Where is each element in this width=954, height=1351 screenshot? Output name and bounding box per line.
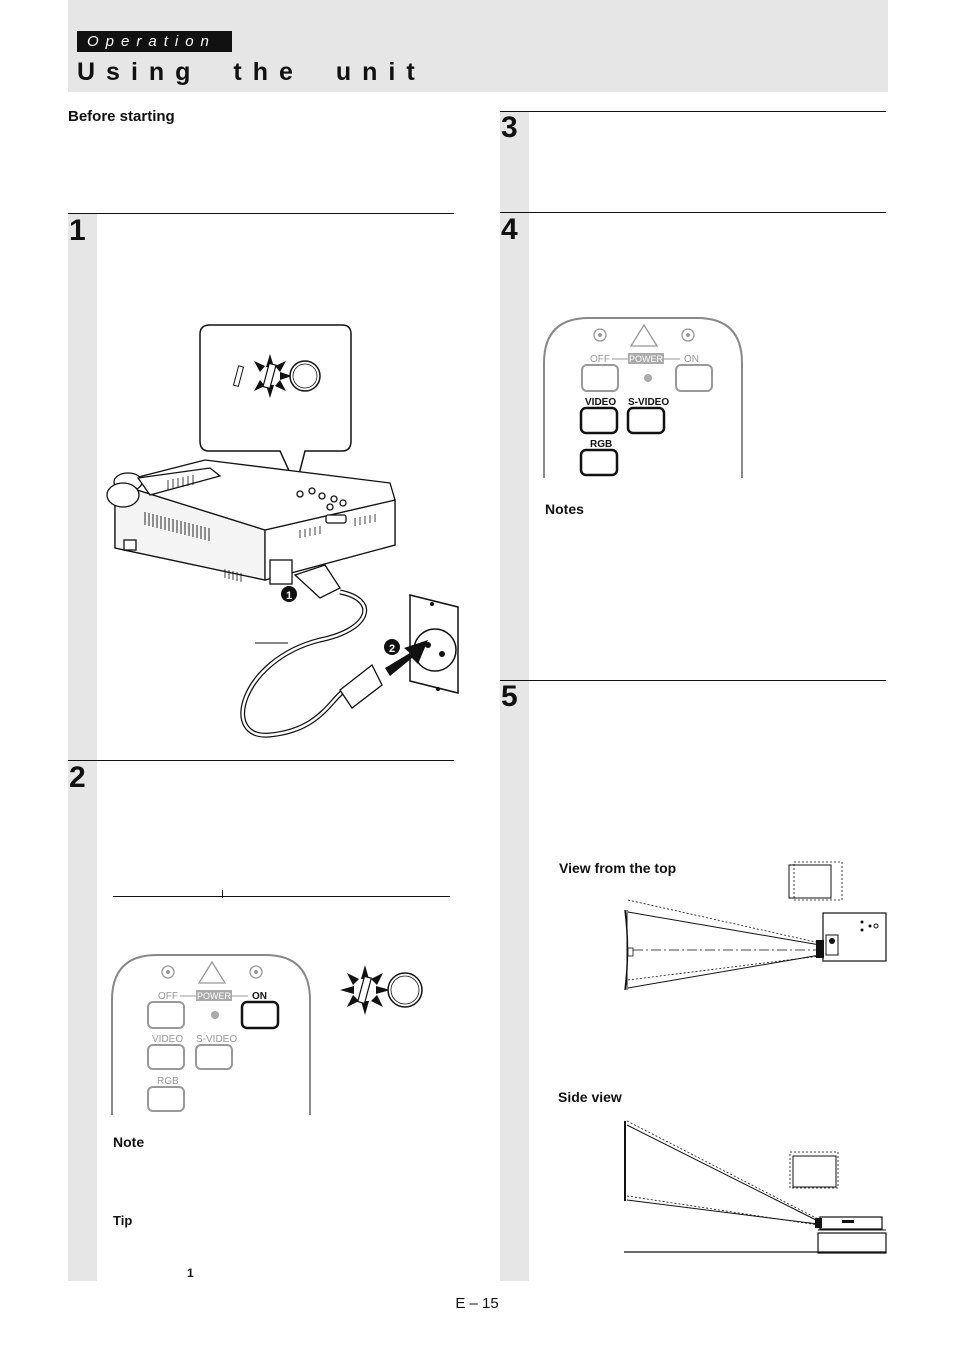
section-tag: Operation xyxy=(77,31,232,52)
step-2-note-heading: Note xyxy=(113,1134,145,1150)
step-1-number: 1 xyxy=(69,214,86,247)
off-button[interactable] xyxy=(147,1001,185,1029)
projector-body xyxy=(106,459,396,585)
on-button[interactable] xyxy=(240,1000,280,1030)
step-4-rule xyxy=(500,212,886,213)
power-indicator-blink xyxy=(340,965,423,1015)
on-button[interactable] xyxy=(675,364,713,392)
rgb-button[interactable] xyxy=(147,1086,185,1112)
page-number: E – 15 xyxy=(455,1295,499,1312)
step-2-table-rule xyxy=(113,896,450,897)
svideo-button[interactable] xyxy=(626,406,666,435)
step-2-number: 2 xyxy=(69,761,86,794)
step-5-number: 5 xyxy=(501,680,518,713)
power-cord xyxy=(240,564,383,738)
step-1-rule xyxy=(68,213,454,214)
step-3-rule xyxy=(500,111,886,112)
side-view-label: Side view xyxy=(558,1089,622,1105)
step-3-number: 3 xyxy=(501,111,518,144)
svg-text:RGB: RGB xyxy=(590,439,612,450)
step-2-bar xyxy=(68,761,97,1281)
svg-text:OFF: OFF xyxy=(590,354,610,365)
step-5-rule xyxy=(500,680,886,681)
svg-text:S-VIDEO: S-VIDEO xyxy=(628,397,669,408)
svg-text:POWER: POWER xyxy=(629,354,664,364)
video-button[interactable] xyxy=(147,1044,185,1070)
step-1-bar xyxy=(68,214,97,760)
step-5-bar xyxy=(500,681,529,1281)
svg-text:ON: ON xyxy=(684,354,699,365)
callout-2: 2 xyxy=(384,639,400,655)
step-2-tip-ref: 1 xyxy=(187,1266,194,1280)
insert-arrow xyxy=(385,640,428,676)
svg-text:1: 1 xyxy=(286,590,292,602)
page-title: Using the unit xyxy=(77,58,426,86)
svg-text:VIDEO: VIDEO xyxy=(152,1034,183,1045)
lamp-blink-icon xyxy=(254,354,292,398)
svg-text:VIDEO: VIDEO xyxy=(585,397,616,408)
off-button[interactable] xyxy=(581,364,619,392)
step-4-notes-heading: Notes xyxy=(545,501,584,517)
step-2-rule xyxy=(68,760,454,761)
step-2-table-divider xyxy=(222,890,223,898)
step-4-number: 4 xyxy=(501,213,518,246)
svg-text:POWER: POWER xyxy=(197,991,232,1001)
svg-text:RGB: RGB xyxy=(157,1076,179,1087)
video-button[interactable] xyxy=(579,406,619,435)
before-starting-heading: Before starting xyxy=(68,108,175,125)
svg-text:S-VIDEO: S-VIDEO xyxy=(196,1034,237,1045)
indicator-callout xyxy=(199,324,352,489)
step-2-tip-heading: Tip xyxy=(113,1213,133,1228)
svg-text:ON: ON xyxy=(252,991,267,1002)
step-4-bar xyxy=(500,213,529,680)
svideo-button[interactable] xyxy=(195,1044,233,1070)
svg-text:OFF: OFF xyxy=(158,991,178,1002)
rgb-button[interactable] xyxy=(579,448,619,477)
remote-control-input: OFF POWER ON VIDEO S-VIDEO RGB xyxy=(543,317,743,478)
step-3-bar xyxy=(500,112,529,212)
page-header: Operation Using the unit xyxy=(68,0,888,92)
remote-control-on: OFF POWER ON VIDEO S-VIDEO RGB xyxy=(111,954,311,1115)
callout-1: 1 xyxy=(281,586,297,602)
top-view-label: View from the top xyxy=(559,860,677,876)
svg-text:2: 2 xyxy=(389,643,395,655)
